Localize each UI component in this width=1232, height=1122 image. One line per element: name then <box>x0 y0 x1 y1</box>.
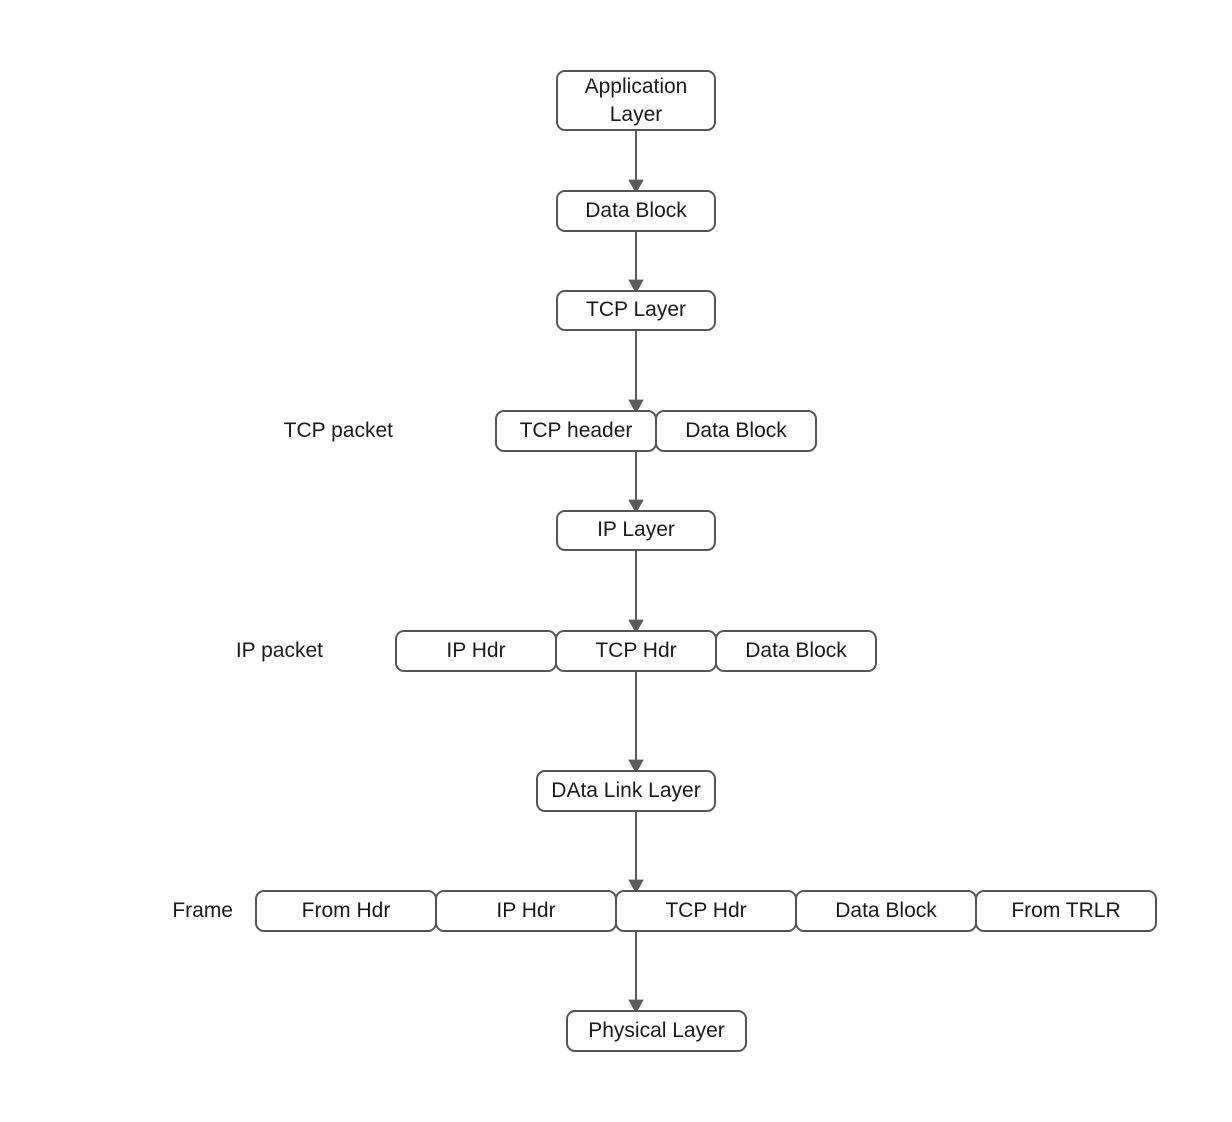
row-label-tcp-packet: TCP packet <box>283 419 393 442</box>
packet-segment-ip-hdr-label: IP Hdr <box>446 638 506 662</box>
node-ip-layer-label: IP Layer <box>597 518 675 542</box>
node-data-link-layer[interactable]: DAta Link Layer <box>536 770 716 812</box>
node-data-link-layer-label: DAta Link Layer <box>551 778 701 802</box>
node-ip-layer[interactable]: IP Layer <box>556 510 716 551</box>
node-application-layer-label-line2: Layer <box>609 102 663 126</box>
packet-segment-tcp-data-block[interactable]: Data Block <box>655 410 817 452</box>
frame-segment-ip-hdr[interactable]: IP Hdr <box>435 890 617 932</box>
node-application-layer-label: Application Layer <box>585 73 688 128</box>
packet-segment-tcp-header[interactable]: TCP header <box>495 410 657 452</box>
packet-segment-tcp-data-block-label: Data Block <box>685 418 787 442</box>
row-label-frame: Frame <box>172 899 233 922</box>
packet-segment-ip-tcp-hdr-label: TCP Hdr <box>595 638 677 662</box>
row-label-ip-packet: IP packet <box>235 639 323 662</box>
packet-segment-ip-tcp-hdr[interactable]: TCP Hdr <box>555 630 717 672</box>
node-application-layer-label-line1: Application <box>584 75 688 99</box>
frame-segment-ip-hdr-label: IP Hdr <box>496 898 556 922</box>
node-application-layer[interactable]: Application Layer <box>556 70 716 131</box>
node-tcp-layer[interactable]: TCP Layer <box>556 290 716 331</box>
node-data-block-label: Data Block <box>585 198 687 222</box>
packet-segment-ip-data-block[interactable]: Data Block <box>715 630 877 672</box>
frame-segment-from-hdr-label: From Hdr <box>301 898 391 922</box>
packet-segment-ip-data-block-label: Data Block <box>745 638 847 662</box>
node-physical-layer-label: Physical Layer <box>588 1018 725 1042</box>
node-data-block[interactable]: Data Block <box>556 190 716 232</box>
frame-segment-from-trlr[interactable]: From TRLR <box>975 890 1157 932</box>
packet-segment-ip-hdr[interactable]: IP Hdr <box>395 630 557 672</box>
frame-segment-tcp-hdr[interactable]: TCP Hdr <box>615 890 797 932</box>
packet-segment-tcp-header-label: TCP header <box>519 418 633 442</box>
frame-segment-data-block[interactable]: Data Block <box>795 890 977 932</box>
node-physical-layer[interactable]: Physical Layer <box>566 1010 747 1052</box>
frame-segment-data-block-label: Data Block <box>835 898 937 922</box>
frame-segment-from-trlr-label: From TRLR <box>1011 898 1121 922</box>
node-tcp-layer-label: TCP Layer <box>586 298 686 322</box>
frame-segment-tcp-hdr-label: TCP Hdr <box>665 898 747 922</box>
frame-segment-from-hdr[interactable]: From Hdr <box>255 890 437 932</box>
